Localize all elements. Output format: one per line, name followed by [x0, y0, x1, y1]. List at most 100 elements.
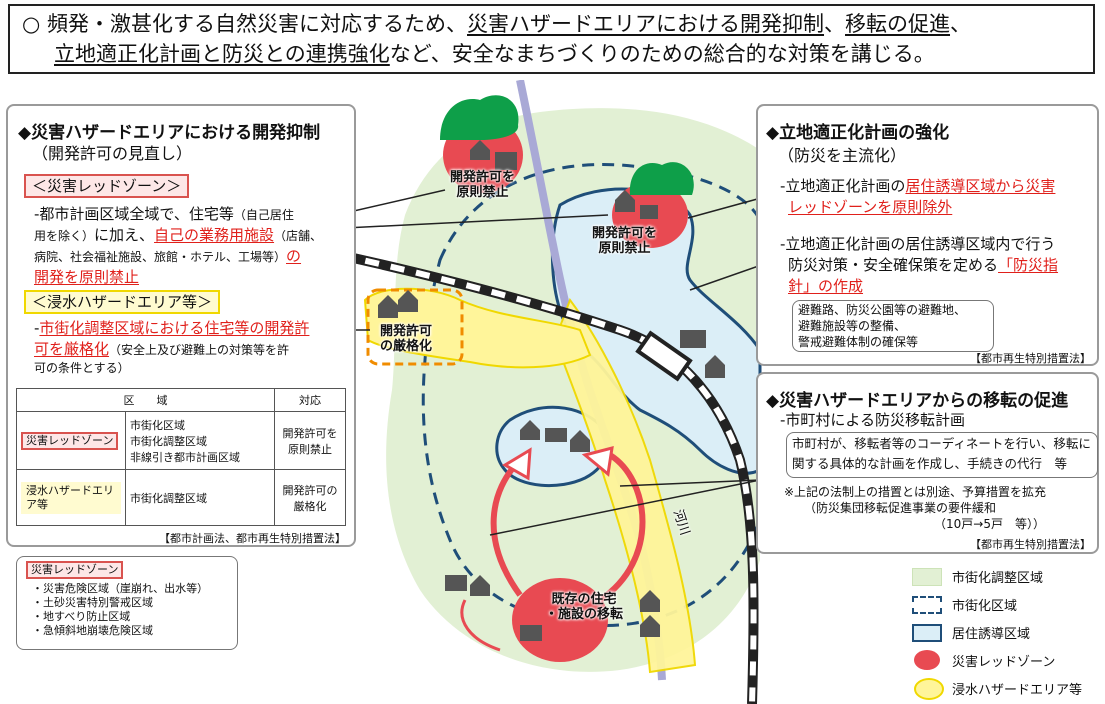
move-label-line: ・施設の移転 [545, 607, 624, 622]
flood-line: -市街化調整区域における住宅等の開発許 [34, 318, 354, 339]
relocation-arrow-3 [460, 599, 501, 652]
legend-swatch-urban [912, 596, 942, 614]
legend-label: 災害レッドゾーン [952, 655, 1056, 670]
box-line: 市町村が、移転者等のコーディネートを行い、移転に [792, 436, 1091, 451]
right-top-title: ◆立地適正化計画の強化 [766, 123, 950, 143]
header-emphasis: 災害ハザードエリアにおける開発抑制 [467, 12, 825, 36]
right-top-subtitle: （防災を主流化） [778, 146, 907, 165]
table-row: 浸水ハザードエリア等 市街化調整区域 開発許可の 厳格化 [16, 469, 346, 526]
city-map [340, 80, 791, 704]
right-bottom-law: 【都市再生特別措置法】 [970, 538, 1091, 551]
left-panel-law: 【都市計画法、都市再生特別措置法】 [159, 532, 346, 545]
flood-hazard-area-west [363, 287, 592, 369]
text-line: -立地適正化計画の居住誘導区域から災害 [780, 176, 1096, 197]
right-bottom-box: 市町村が、移転者等のコーディネートを行い、移転に 関する具体的な計画を作成し、手… [792, 434, 1091, 474]
text-run: レッドゾーンを原則除外 [788, 198, 953, 216]
strict-label-line: の厳格化 [380, 339, 433, 354]
text-run: 針」の作成 [788, 277, 864, 295]
table-area-cell: 市街化調整区域 [125, 469, 275, 526]
station [635, 330, 693, 382]
note-item: ・土砂災害特別警戒区域 [32, 596, 153, 609]
pointer-line-relocation-2 [489, 479, 761, 536]
text-run: （安全上及び避難上の対策等を許 [109, 343, 290, 357]
legend-swatch-red-zone [914, 650, 940, 670]
right-bottom-note: ※上記の法制上の措置とは別途、予算措置を拡充 （防災集団移転促進事業の要件緩和 … [784, 484, 1046, 532]
note-tag: 災害レッドゾーン [26, 558, 124, 579]
strict-label: 開発許可 の厳格化 [380, 324, 432, 354]
note-item: ・急傾斜地崩壊危険区域 [32, 624, 153, 637]
text-run: 開発を原則禁止 [34, 268, 140, 286]
red-zone-text: -都市計画区域全域で、住宅等（自己居住 用を除く）に加え、自己の業務用施設（店舗… [34, 204, 354, 288]
text-run: 用を除く） [34, 229, 95, 243]
text-run: 「防災指 [998, 256, 1059, 274]
red-zone-line: 用を除く）に加え、自己の業務用施設（店舗、 [34, 225, 354, 246]
table-area-cell: 市街化区域 市街化調整区域 非線引き都市計画区域 [125, 411, 275, 470]
header-line-1: ○ 頻発・激甚化する自然災害に対応するため、災害ハザードエリアにおける開発抑制、… [22, 9, 1083, 39]
header-text: 頻発・激甚化する自然災害に対応するため、 [47, 12, 468, 36]
left-panel-subtitle: （開発許可の見直し） [32, 144, 193, 163]
relocation-arrow-head-2 [581, 445, 614, 477]
header-punct: 、 [824, 12, 846, 36]
text-line: 針」の作成 [780, 276, 1100, 297]
header-punct: 、 [950, 12, 972, 36]
area-line: 非線引き都市計画区域 [130, 450, 240, 464]
flood-text: -市街化調整区域における住宅等の開発許 可を厳格化（安全上及び避難上の対策等を許… [34, 318, 354, 376]
pointer-line-red-zone-2 [344, 214, 609, 229]
table-header-row: 区 域 対応 [16, 388, 346, 412]
ban-label-1-line: 開発許可を [450, 170, 516, 185]
table-header-action: 対応 [274, 388, 346, 412]
text-run: （自己居住 [233, 208, 294, 222]
note-line: ※上記の法制上の措置とは別途、予算措置を拡充 [784, 485, 1047, 499]
note-line: 警戒避難体制の確保等 [798, 335, 919, 349]
relocation-arrow-2 [598, 452, 646, 603]
note-tag-text: 災害レッドゾーン [26, 561, 124, 579]
text-run: -都市計画区域全域で、住宅等 [34, 205, 234, 223]
house-icons [378, 140, 725, 641]
legend-swatch-flood [914, 678, 944, 700]
mountain-2 [629, 162, 694, 195]
development-restriction-panel: ◆災害ハザードエリアにおける開発抑制 （開発許可の見直し） ＜災害レッドゾーン＞… [6, 104, 356, 547]
note-item: ・地すべり防止区域 [32, 610, 131, 623]
note-line: （10戸→5戸 等）） [934, 517, 1045, 531]
flood-line: 可の条件とする） [34, 361, 130, 375]
header-bullet: ○ [22, 12, 41, 36]
action-line: 厳格化 [293, 499, 327, 513]
flood-line: 可を厳格化（安全上及び避難上の対策等を許 [34, 339, 354, 360]
ban-label-1-line: 原則禁止 [456, 185, 509, 200]
legend-swatch-guidance [912, 624, 942, 642]
ban-label-1: 開発許可を 原則禁止 [450, 170, 515, 200]
text-run: -立地適正化計画の [780, 177, 906, 195]
text-run: 防災対策・安全確保策を定める [788, 256, 999, 274]
header-box: ○ 頻発・激甚化する自然災害に対応するため、災害ハザードエリアにおける開発抑制、… [8, 4, 1095, 74]
relocation-arrow-head-1 [502, 447, 532, 481]
note-line: （防災集団移転促進事業の要件緩和 [804, 501, 997, 515]
ban-label-2: 開発許可を 原則禁止 [592, 226, 657, 256]
move-label: 既存の住宅 ・施設の移転 [545, 592, 623, 622]
area-line: 市街化調整区域 [130, 491, 207, 505]
right-bottom-title: ◆災害ハザードエリアからの移転の促進 [766, 391, 1069, 411]
text-line: -立地適正化計画の居住誘導区域内で行う [780, 235, 1056, 253]
action-line: 開発許可の [282, 483, 338, 497]
ban-label-2-line: 原則禁止 [598, 241, 651, 256]
move-label-line: 既存の住宅 [551, 592, 617, 607]
table-zone-cell: 災害レッドゾーン [16, 411, 126, 470]
red-zone-tag: ＜災害レッドゾーン＞ [24, 174, 190, 198]
right-top-item-1: -立地適正化計画の居住誘導区域から災害 レッドゾーンを原則除外 [780, 176, 1096, 218]
zone-tag: 浸水ハザードエリア等 [21, 481, 121, 514]
location-plan-panel: ◆立地適正化計画の強化 （防災を主流化） -立地適正化計画の居住誘導区域から災害… [756, 104, 1099, 366]
legend-label: 市街化区域 [952, 599, 1018, 614]
area-line: 市街化調整区域 [130, 434, 207, 448]
flood-tag-text: ＜浸水ハザードエリア等＞ [24, 290, 221, 314]
right-top-law: 【都市再生特別措置法】 [970, 352, 1091, 365]
text-run: - [34, 319, 40, 337]
pointer-line-red-zone [344, 189, 446, 214]
text-run: 病院、社会福祉施設、旅館・ホテル、工場等） [34, 250, 287, 264]
flood-tag: ＜浸水ハザードエリア等＞ [24, 290, 221, 314]
box-line: 関する具体的な計画を作成し、手続きの代行 等 [792, 456, 1068, 471]
zone-tag: 災害レッドゾーン [21, 431, 119, 450]
right-bottom-item-1: -市町村による防災移転計画 [780, 411, 965, 429]
relocation-arrow-1 [490, 457, 523, 597]
area-line: 市街化区域 [130, 418, 185, 432]
note-item: ・災害危険区域（崖崩れ、出水等） [32, 582, 209, 595]
red-zone-line: 開発を原則禁止 [34, 267, 354, 288]
